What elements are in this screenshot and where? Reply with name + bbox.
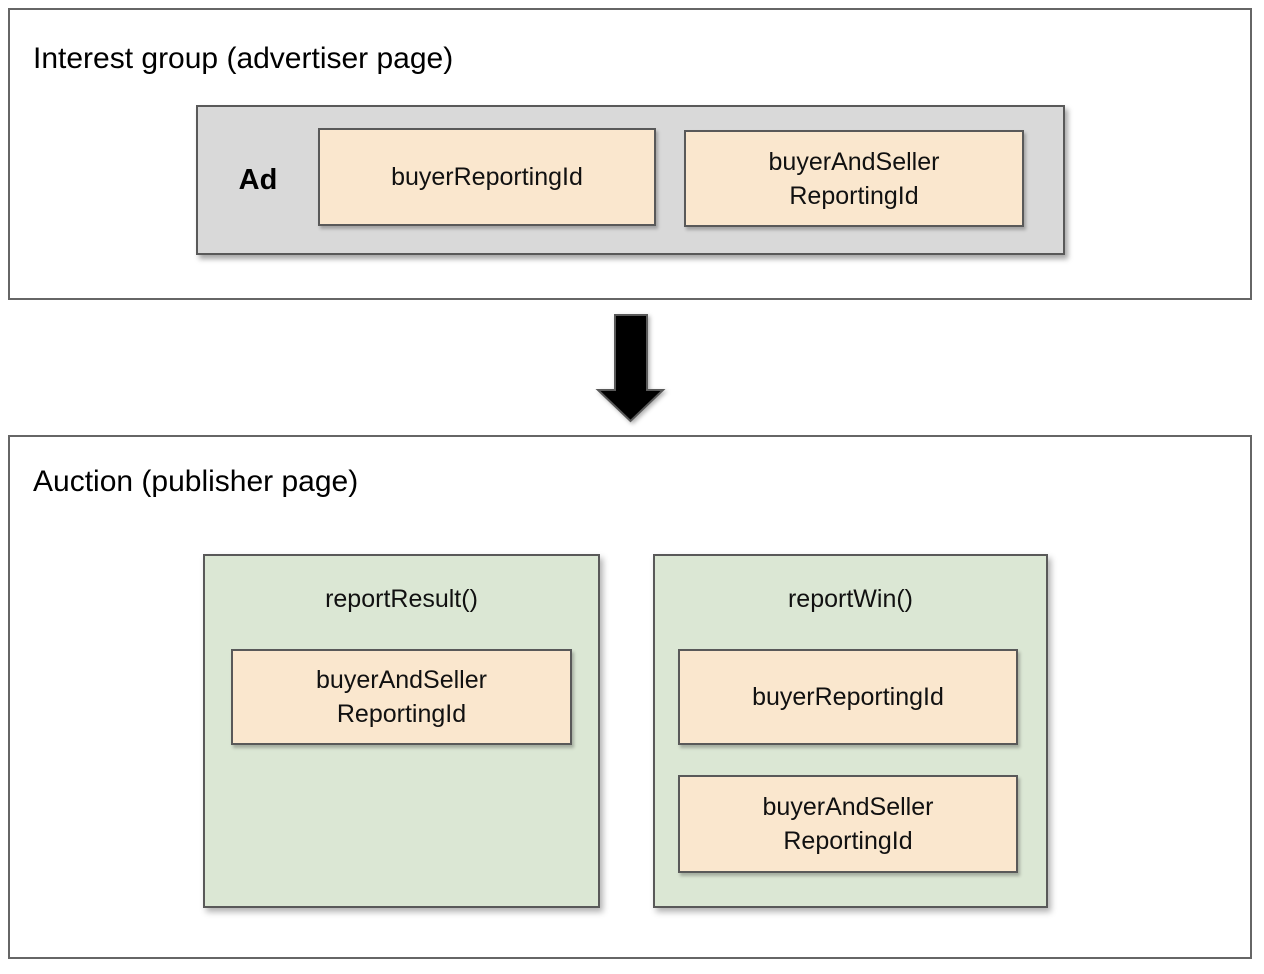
field-label-buyer-and-seller-reporting-id: buyerAndSeller ReportingId [762, 793, 934, 855]
field-label-buyer-and-seller-reporting-id: buyerAndSeller ReportingId [316, 666, 487, 728]
field-label-buyer-reporting-id: buyerReportingId [752, 683, 944, 711]
field-buyer-and-seller-reporting-id: buyerAndSeller ReportingId [231, 649, 572, 745]
field-buyer-and-seller-reporting-id: buyerAndSeller ReportingId [684, 130, 1024, 227]
field-buyer-reporting-id: buyerReportingId [678, 649, 1018, 745]
report-result-title: reportResult() [325, 585, 478, 613]
interest-group-title: Interest group (advertiser page) [33, 42, 454, 75]
auction-title: Auction (publisher page) [33, 465, 359, 498]
auction-section: Auction (publisher page) reportResult() … [8, 435, 1252, 959]
field-label-buyer-reporting-id: buyerReportingId [391, 163, 583, 191]
down-arrow-icon [595, 314, 666, 423]
ad-container: Ad buyerReportingId buyerAndSeller Repor… [196, 105, 1065, 255]
field-label-buyer-and-seller-reporting-id: buyerAndSeller ReportingId [768, 147, 940, 210]
report-result-box: reportResult() buyerAndSeller ReportingI… [203, 554, 600, 908]
report-win-box: reportWin() buyerReportingId buyerAndSel… [653, 554, 1048, 908]
field-buyer-and-seller-reporting-id: buyerAndSeller ReportingId [678, 775, 1018, 873]
report-win-title: reportWin() [787, 585, 913, 613]
field-buyer-reporting-id: buyerReportingId [318, 128, 656, 226]
ad-label: Ad [238, 163, 278, 196]
interest-group-section: Interest group (advertiser page) Ad buye… [8, 8, 1252, 300]
